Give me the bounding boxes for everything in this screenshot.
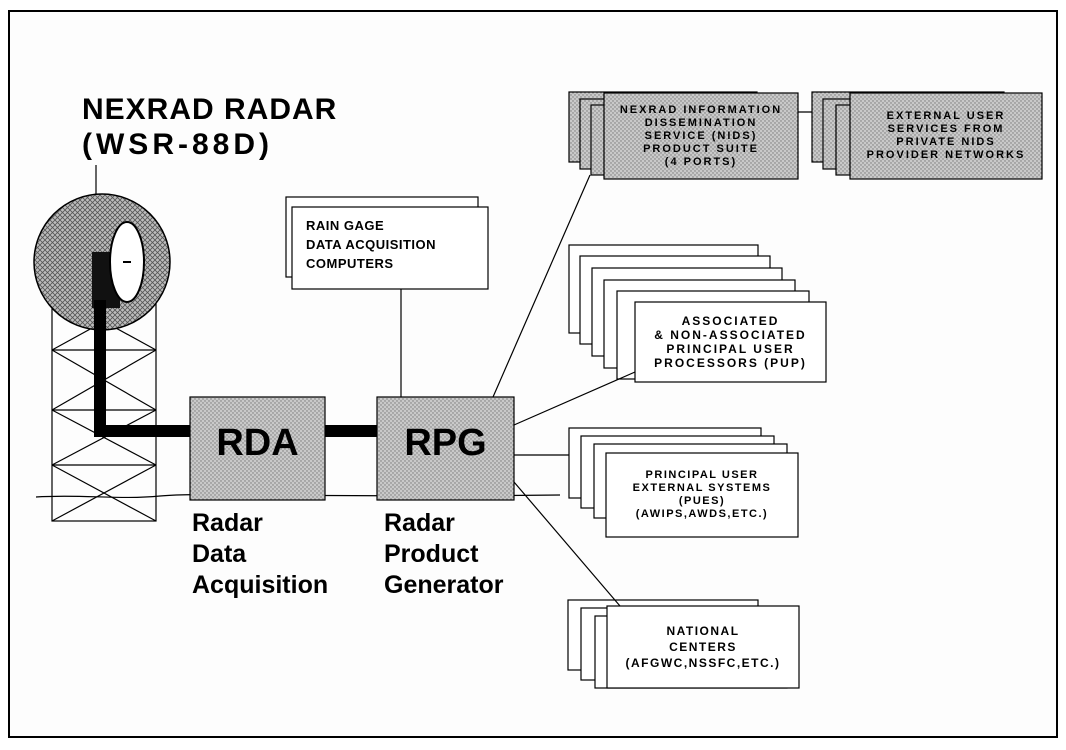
national-line: NATIONAL	[666, 624, 740, 638]
pues-box: PRINCIPAL USER EXTERNAL SYSTEMS (PUES) (…	[606, 453, 798, 537]
pup-line: PROCESSORS (PUP)	[654, 356, 807, 370]
rain-gage-line: DATA ACQUISITION	[306, 237, 437, 252]
rain-gage-line: COMPUTERS	[306, 256, 394, 271]
external-box: EXTERNAL USER SERVICES FROM PRIVATE NIDS…	[850, 93, 1042, 179]
nids-text: NEXRAD INFORMATION DISSEMINATION SERVICE…	[620, 104, 782, 169]
external-line: EXTERNAL USER	[886, 110, 1006, 122]
rpg-box	[376, 396, 515, 501]
external-line: SERVICES FROM	[887, 123, 1005, 135]
diagram-title: NEXRAD RADAR	[82, 93, 338, 126]
external-line: PRIVATE NIDS	[896, 136, 996, 148]
national-text: NATIONAL CENTERS (AFGWC,NSSFC,ETC.)	[626, 623, 781, 671]
radar-cable	[94, 300, 192, 437]
rpg-caption: Radar Product Generator	[384, 508, 503, 601]
rpg-label: RPG	[404, 422, 487, 464]
rpg-caption-line: Radar	[384, 509, 455, 537]
pues-line: EXTERNAL SYSTEMS	[632, 482, 772, 494]
pup-line: & NON-ASSOCIATED	[654, 328, 807, 342]
external-stack	[811, 91, 1043, 180]
pup-text: ASSOCIATED & NON-ASSOCIATED PRINCIPAL US…	[654, 314, 807, 370]
external-text: EXTERNAL USER SERVICES FROM PRIVATE NIDS…	[867, 110, 1026, 162]
national-stack	[567, 599, 800, 689]
pues-text: PRINCIPAL USER EXTERNAL SYSTEMS (PUES) (…	[633, 469, 772, 521]
diagram-subtitle: (WSR-88D)	[82, 128, 273, 161]
rda-caption-line: Data	[192, 540, 247, 568]
rda-caption: Radar Data Acquisition	[192, 508, 328, 601]
national-box: NATIONAL CENTERS (AFGWC,NSSFC,ETC.)	[607, 606, 799, 688]
national-line: CENTERS	[669, 640, 737, 654]
pues-line: (PUES)	[678, 495, 726, 507]
nids-line: PRODUCT SUITE	[643, 142, 759, 155]
pues-line: (AWIPS,AWDS,ETC.)	[635, 508, 769, 520]
nids-line: DISSEMINATION	[644, 116, 758, 129]
nids-line: (4 PORTS)	[664, 155, 738, 168]
rain-gage-line: RAIN GAGE	[306, 218, 385, 233]
nids-box: NEXRAD INFORMATION DISSEMINATION SERVICE…	[604, 93, 798, 179]
rpg-fanout	[492, 174, 636, 607]
pup-line: ASSOCIATED	[681, 314, 780, 328]
pues-line: PRINCIPAL USER	[645, 469, 759, 481]
nids-line: SERVICE (NIDS)	[644, 129, 758, 142]
nids-stack	[568, 91, 799, 180]
pup-stack	[568, 244, 827, 383]
rda-caption-line: Radar	[192, 509, 263, 537]
rda-box	[189, 396, 326, 501]
rpg-caption-line: Generator	[384, 571, 504, 599]
pues-stack	[568, 427, 799, 538]
rda-caption-line: Acquisition	[192, 571, 329, 599]
rain-gage-box	[291, 206, 489, 290]
pup-line: PRINCIPAL USER	[666, 342, 795, 356]
rain-gage-text: RAIN GAGE DATA ACQUISITION COMPUTERS	[306, 216, 436, 273]
pup-box: ASSOCIATED & NON-ASSOCIATED PRINCIPAL US…	[635, 302, 826, 382]
rpg-caption-line: Product	[384, 540, 479, 568]
external-line: PROVIDER NETWORKS	[866, 149, 1026, 161]
rda-label: RDA	[216, 422, 299, 464]
nids-line: NEXRAD INFORMATION	[619, 103, 783, 116]
national-line: (AFGWC,NSSFC,ETC.)	[625, 656, 781, 670]
